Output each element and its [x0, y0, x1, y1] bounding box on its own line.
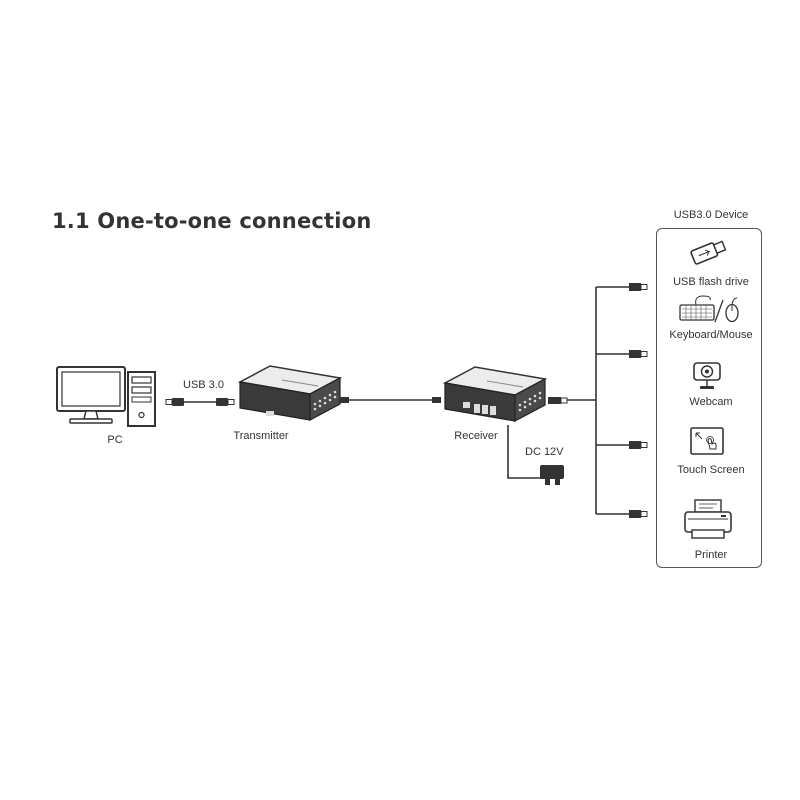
usb-flash-drive-icon [690, 240, 727, 265]
device-label-keyboard-mouse: Keyboard/Mouse [669, 329, 753, 341]
usb-branch-cables [548, 283, 648, 518]
power-adapter-icon [507, 425, 564, 485]
usb-device-panel [656, 228, 762, 568]
device-label-printer: Printer [694, 549, 728, 561]
webcam-icon [693, 362, 721, 389]
usb-cable-label: USB 3.0 [183, 379, 224, 391]
device-group-label: USB3.0 Device [673, 209, 749, 221]
transmitter-device-icon [237, 365, 343, 421]
power-label: DC 12V [525, 446, 564, 458]
receiver-device-icon [442, 366, 548, 422]
touch-screen-icon [690, 427, 724, 455]
keyboard-mouse-icon [679, 295, 739, 323]
device-label-webcam: Webcam [689, 396, 733, 408]
section-heading: 1.1 One-to-one connection [52, 209, 372, 233]
pc-icon [56, 366, 156, 427]
printer-icon [684, 499, 732, 539]
pc-label: PC [107, 434, 123, 446]
usb-cable-icon [165, 398, 235, 406]
extension-cable [340, 397, 441, 403]
receiver-label: Receiver [454, 430, 498, 442]
transmitter-label: Transmitter [233, 430, 289, 442]
device-label-usb-flash-drive: USB flash drive [673, 276, 749, 288]
device-label-touch-screen: Touch Screen [677, 464, 745, 476]
